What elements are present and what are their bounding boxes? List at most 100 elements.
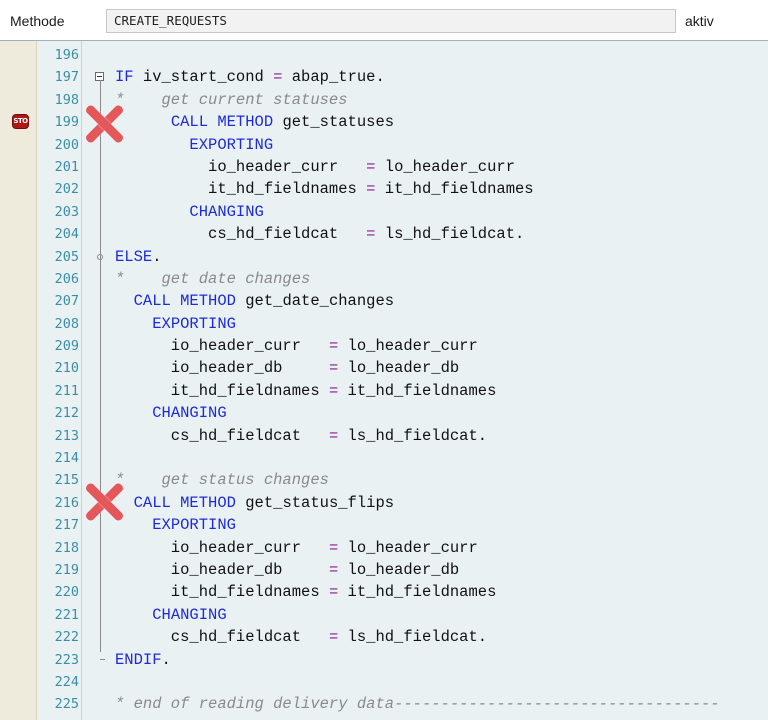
code-text[interactable]: it_hd_fieldnames = it_hd_fieldnames — [115, 581, 497, 603]
method-name-field[interactable]: CREATE_REQUESTS — [106, 9, 676, 33]
code-line[interactable]: 211 it_hd_fieldnames = it_hd_fieldnames — [0, 380, 768, 402]
code-text[interactable]: io_header_db = lo_header_db — [115, 559, 459, 581]
code-text[interactable]: CHANGING — [115, 604, 226, 626]
code-line[interactable]: 204 cs_hd_fieldcat = ls_hd_fieldcat. — [0, 223, 768, 245]
code-text[interactable]: EXPORTING — [115, 313, 236, 335]
keyword-token: CALL METHOD — [170, 113, 283, 132]
identifier-token: ls_hd_fieldcat. — [338, 628, 488, 647]
code-line[interactable]: 216 CALL METHOD get_status_flips — [0, 492, 768, 514]
code-text[interactable]: io_header_curr = lo_header_curr — [115, 537, 478, 559]
line-number: 204 — [54, 226, 79, 243]
line-number: 218 — [54, 539, 79, 556]
line-number: 214 — [54, 450, 79, 467]
keyword-token: ELSE — [115, 247, 153, 266]
code-text[interactable]: EXPORTING — [115, 514, 236, 536]
operator-token: = — [328, 628, 339, 647]
code-line[interactable]: 225 * end of reading delivery data-------… — [0, 693, 768, 715]
code-text[interactable]: CHANGING — [115, 402, 226, 424]
identifier-token: ls_hd_fieldcat. — [338, 426, 488, 445]
code-text[interactable]: io_header_curr = lo_header_curr — [115, 335, 478, 357]
breakpoint-gutter[interactable] — [0, 41, 37, 720]
code-text[interactable]: CALL METHOD get_date_changes — [115, 290, 394, 312]
line-number: 216 — [54, 494, 79, 511]
identifier-token: io_header_curr — [115, 538, 329, 557]
line-number: 223 — [54, 651, 79, 668]
code-text[interactable]: * get current statuses — [115, 89, 348, 111]
code-text[interactable]: * get date changes — [115, 268, 310, 290]
code-text[interactable]: IF iv_start_cond = abap_true. — [115, 66, 385, 88]
code-text[interactable]: ENDIF. — [115, 649, 171, 671]
code-line[interactable]: 224 — [0, 671, 768, 693]
code-text[interactable]: CALL METHOD get_status_flips — [115, 492, 394, 514]
red-x-icon — [82, 102, 126, 146]
code-line[interactable]: 196 — [0, 44, 768, 66]
line-number: 220 — [54, 584, 79, 601]
identifier-token: lo_header_db — [338, 359, 460, 378]
line-number: 210 — [54, 360, 79, 377]
line-number: 211 — [54, 382, 79, 399]
code-line[interactable]: 222 cs_hd_fieldcat = ls_hd_fieldcat. — [0, 626, 768, 648]
code-line[interactable]: 214 — [0, 447, 768, 469]
code-line[interactable]: 213 cs_hd_fieldcat = ls_hd_fieldcat. — [0, 425, 768, 447]
operator-token: = — [328, 381, 339, 400]
code-text[interactable]: cs_hd_fieldcat = ls_hd_fieldcat. — [115, 626, 487, 648]
code-text[interactable]: io_header_curr = lo_header_curr — [115, 156, 515, 178]
line-number: 201 — [54, 158, 79, 175]
code-text[interactable]: CHANGING — [115, 201, 263, 223]
comment-token: * get current statuses — [115, 90, 348, 109]
operator-token: = — [328, 426, 339, 445]
code-line[interactable]: 209 io_header_curr = lo_header_curr — [0, 335, 768, 357]
comment-token: * end of reading delivery data----------… — [115, 695, 720, 714]
collapse-block-icon[interactable] — [95, 72, 104, 82]
code-line[interactable]: 203 CHANGING — [0, 201, 768, 223]
identifier-token: . — [161, 650, 171, 669]
line-number: 222 — [54, 629, 79, 646]
line-number: 224 — [54, 673, 79, 690]
code-line[interactable]: 202 it_hd_fieldnames = it_hd_fieldnames — [0, 178, 768, 200]
code-line[interactable]: 221 CHANGING — [0, 604, 768, 626]
code-line[interactable]: 223 ENDIF. — [0, 649, 768, 671]
code-text[interactable]: CALL METHOD get_statuses — [115, 111, 394, 133]
identifier-token — [115, 292, 134, 310]
line-number: 202 — [54, 181, 79, 198]
code-line[interactable]: 220 it_hd_fieldnames = it_hd_fieldnames — [0, 581, 768, 603]
code-line[interactable]: 201 io_header_curr = lo_header_curr — [0, 156, 768, 178]
code-line[interactable]: 200 EXPORTING — [0, 134, 768, 156]
code-line[interactable]: 207 CALL METHOD get_date_changes — [0, 290, 768, 312]
code-line[interactable]: 212 CHANGING — [0, 402, 768, 424]
code-text[interactable]: io_header_db = lo_header_db — [115, 357, 459, 379]
code-line[interactable]: 217 EXPORTING — [0, 514, 768, 536]
code-text[interactable]: cs_hd_fieldcat = ls_hd_fieldcat. — [115, 425, 487, 447]
operator-token: = — [328, 359, 339, 378]
identifier-token: cs_hd_fieldcat — [115, 426, 329, 445]
session-breakpoint-icon[interactable]: STO — [12, 114, 29, 130]
code-text[interactable]: it_hd_fieldnames = it_hd_fieldnames — [115, 380, 497, 402]
code-text[interactable]: * get status changes — [115, 469, 329, 491]
line-number: 212 — [54, 405, 79, 422]
line-number: 225 — [54, 696, 79, 713]
code-line[interactable]: 206* get date changes — [0, 268, 768, 290]
line-number: 208 — [54, 315, 79, 332]
keyword-token: CALL METHOD — [133, 292, 246, 311]
code-line[interactable]: 198* get current statuses — [0, 89, 768, 111]
identifier-token: lo_header_db — [338, 560, 460, 579]
code-text[interactable]: * end of reading delivery data----------… — [115, 693, 720, 715]
code-text[interactable]: cs_hd_fieldcat = ls_hd_fieldcat. — [115, 223, 524, 245]
code-line[interactable]: 210 io_header_db = lo_header_db — [0, 357, 768, 379]
line-number: 213 — [54, 427, 79, 444]
code-line[interactable]: 219 io_header_db = lo_header_db — [0, 559, 768, 581]
code-text[interactable]: it_hd_fieldnames = it_hd_fieldnames — [115, 178, 534, 200]
line-number: 196 — [54, 47, 79, 63]
code-text[interactable]: EXPORTING — [115, 134, 273, 156]
red-x-icon — [82, 480, 126, 524]
comment-token: * get status changes — [115, 471, 329, 490]
activation-status: aktiv — [685, 13, 714, 29]
code-line[interactable]: 208 EXPORTING — [0, 313, 768, 335]
code-line[interactable]: 218 io_header_curr = lo_header_curr — [0, 537, 768, 559]
code-text[interactable]: ELSE. — [115, 246, 162, 268]
keyword-token: EXPORTING — [152, 314, 236, 333]
